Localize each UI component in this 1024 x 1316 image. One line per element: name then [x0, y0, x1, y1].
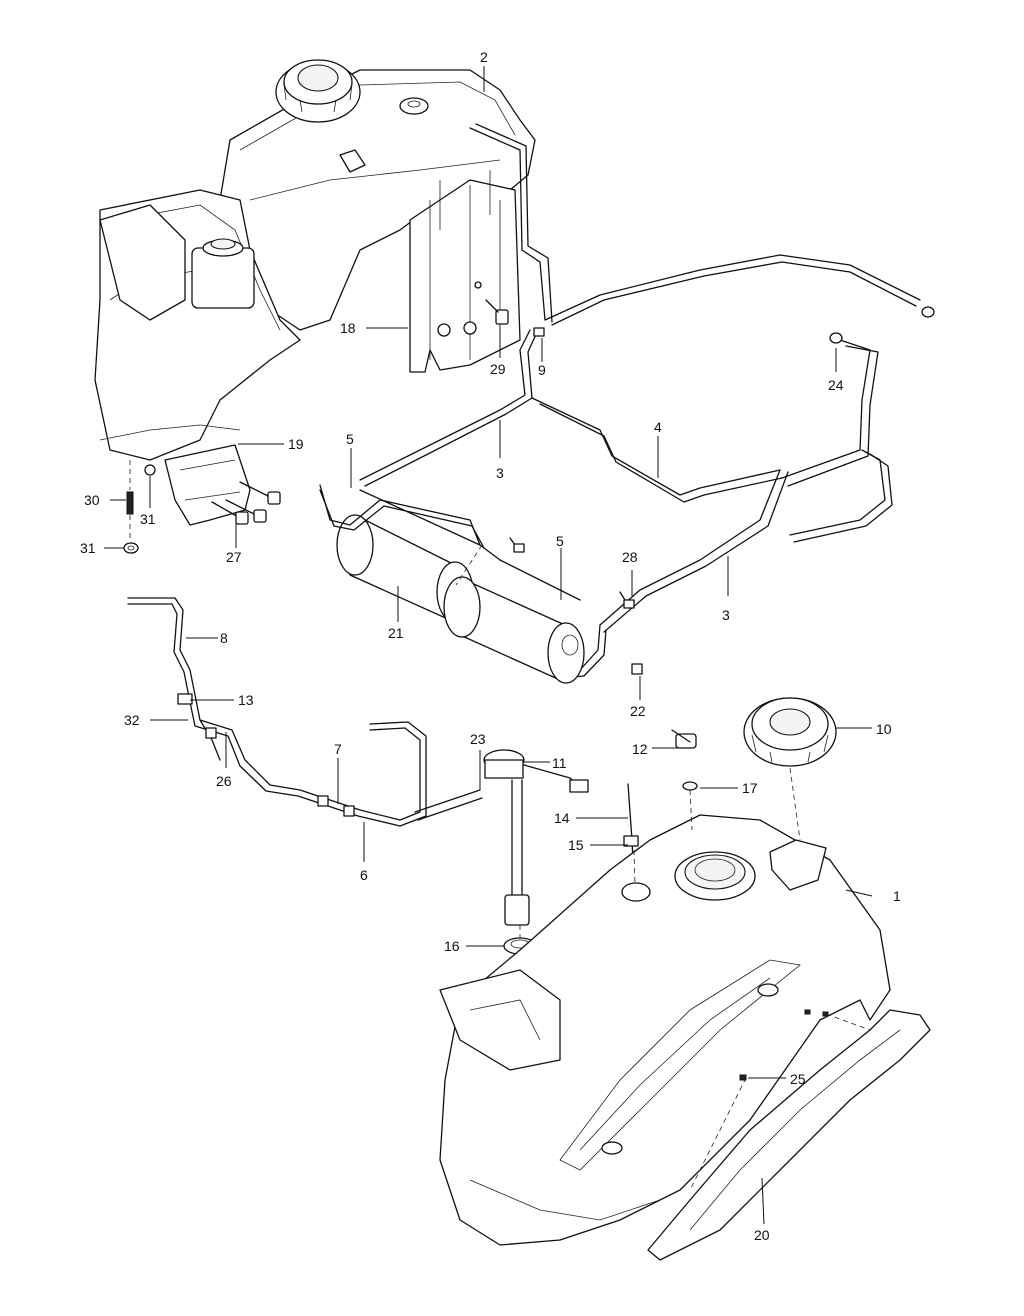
- callout-17: 17: [742, 780, 758, 796]
- callout-28: 28: [622, 549, 638, 565]
- callout-26: 26: [216, 773, 232, 789]
- callout-labels: 1 2 3 3 4 5 5 6 7 8 9 10 11 12 13 14 15 …: [80, 49, 901, 1243]
- callout-3: 3: [722, 607, 730, 623]
- evap-canisters: [319, 484, 643, 684]
- bolts-27: [211, 481, 281, 525]
- callout-13: 13: [238, 692, 254, 708]
- callout-4: 4: [654, 419, 662, 435]
- callout-8: 8: [220, 630, 228, 646]
- skid-panel: [647, 1009, 931, 1261]
- stud-30-nut-31: [123, 460, 156, 554]
- upper-fuel-tank: [94, 59, 536, 461]
- callout-23: 23: [470, 731, 486, 747]
- callout-31: 31: [140, 511, 156, 527]
- callout-14: 14: [554, 810, 570, 826]
- callout-20: 20: [754, 1227, 770, 1243]
- callout-19: 19: [288, 436, 304, 452]
- callout-16: 16: [444, 938, 460, 954]
- fuel-lines: [359, 123, 935, 679]
- callout-1: 1: [893, 888, 901, 904]
- callout-5: 5: [556, 533, 564, 549]
- callout-15: 15: [568, 837, 584, 853]
- callout-31: 31: [80, 540, 96, 556]
- callout-12: 12: [632, 741, 648, 757]
- callout-7: 7: [334, 741, 342, 757]
- fuel-sender: [483, 729, 698, 955]
- callout-30: 30: [84, 492, 100, 508]
- callout-3: 3: [496, 465, 504, 481]
- callout-32: 32: [124, 712, 140, 728]
- left-hoses: [127, 597, 483, 827]
- mounting-bracket: [409, 170, 521, 373]
- callout-6: 6: [360, 867, 368, 883]
- lower-bracket: [164, 444, 251, 526]
- callout-29: 29: [490, 361, 506, 377]
- callout-5: 5: [346, 431, 354, 447]
- callout-24: 24: [828, 377, 844, 393]
- lower-fuel-tank: [439, 814, 891, 1246]
- callout-10: 10: [876, 721, 892, 737]
- callout-25: 25: [790, 1071, 806, 1087]
- callout-11: 11: [552, 755, 567, 771]
- callout-22: 22: [630, 703, 646, 719]
- callout-18: 18: [340, 320, 356, 336]
- callout-2: 2: [480, 49, 488, 65]
- alignment-lines: [455, 544, 871, 1191]
- bolt-29: [485, 299, 509, 325]
- leader-lines: [104, 66, 873, 1225]
- callout-9: 9: [538, 362, 546, 378]
- callout-21: 21: [388, 625, 404, 641]
- fuel-cap: [743, 697, 837, 767]
- callout-27: 27: [226, 549, 242, 565]
